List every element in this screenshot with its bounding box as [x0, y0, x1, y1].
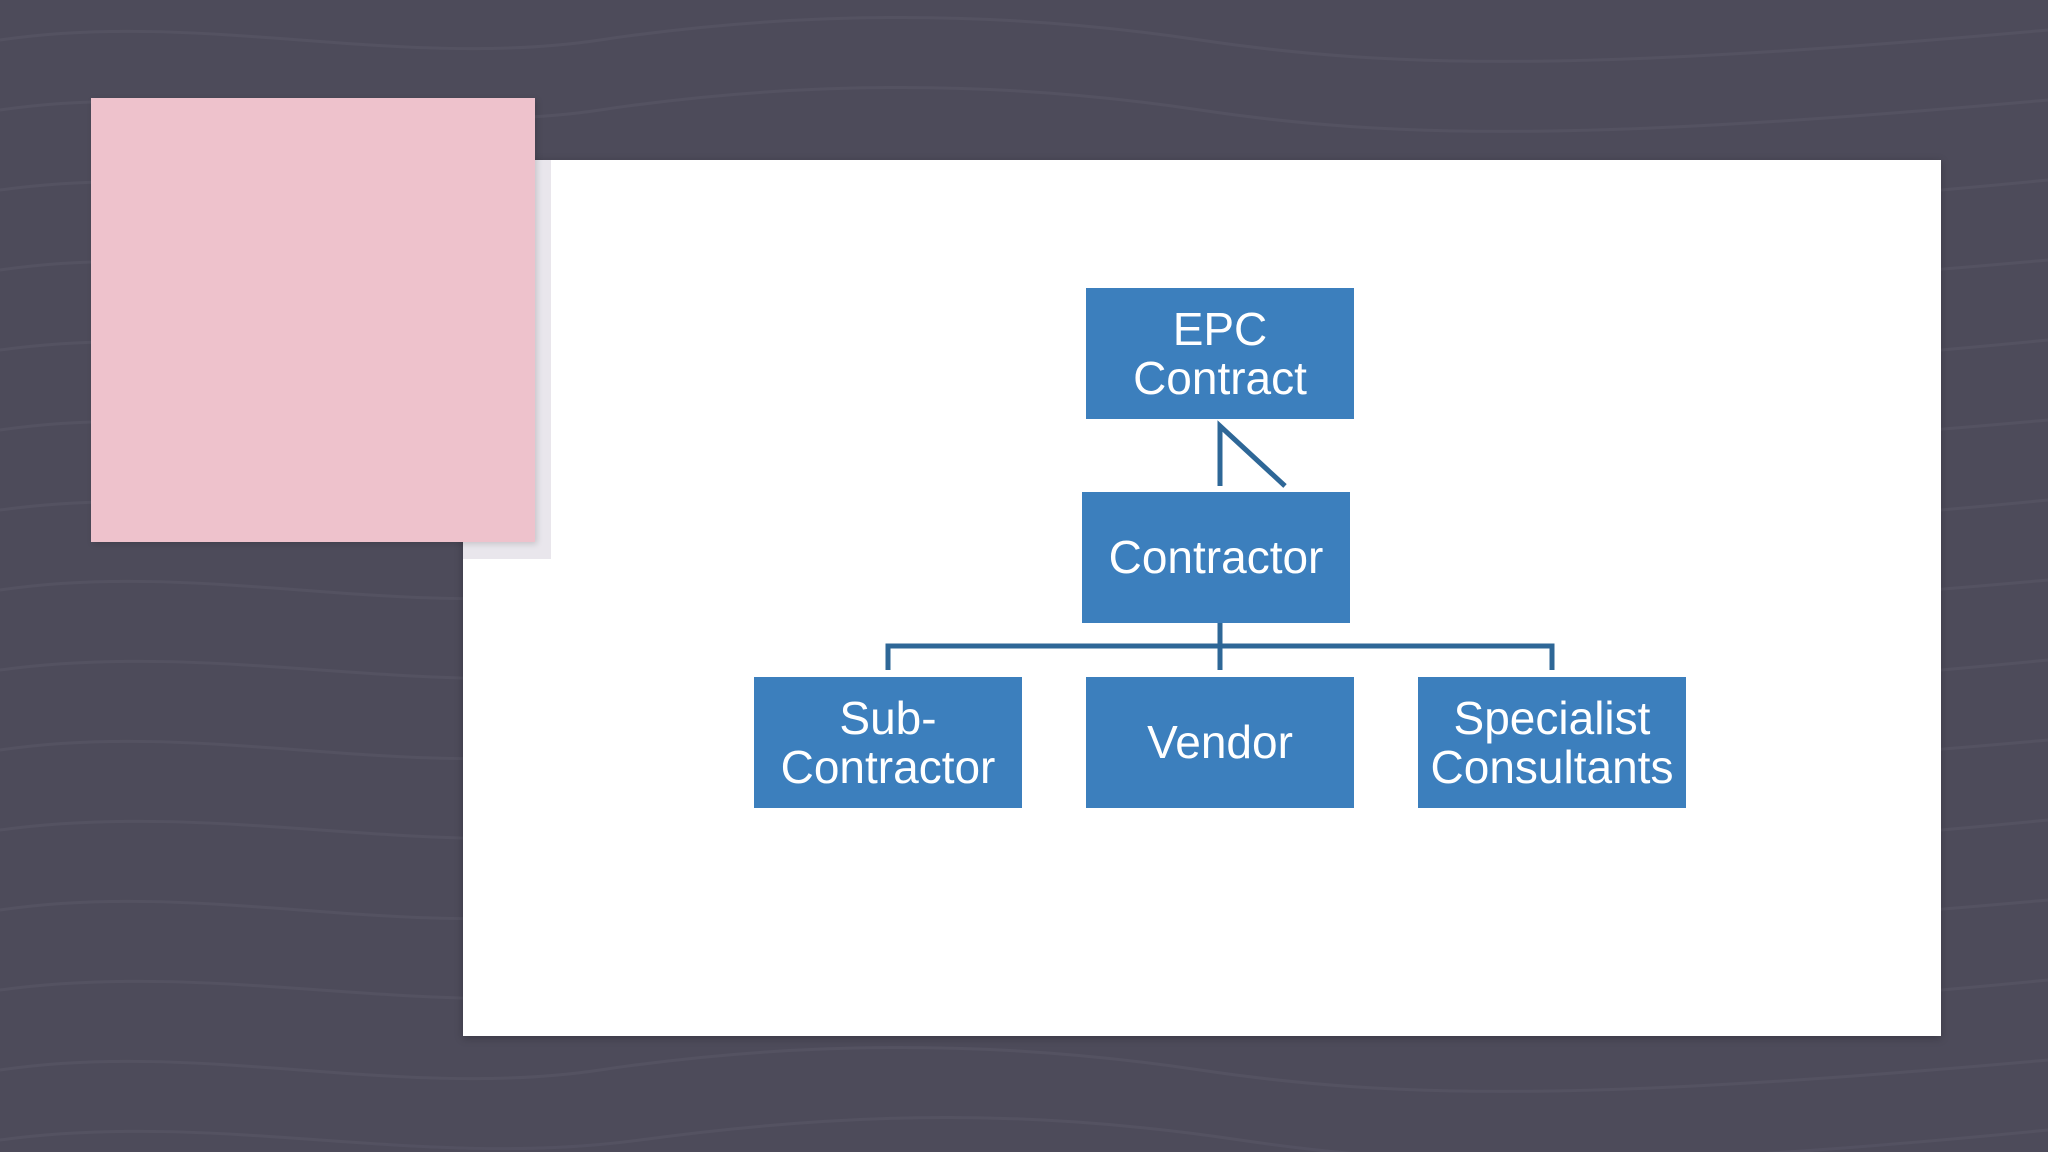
accent-square — [91, 98, 535, 542]
node-sub-contractor: Sub- Contractor — [754, 677, 1022, 808]
node-epc-contract-line-2: Contract — [1133, 351, 1307, 404]
node-specialist-consultants-line-1: Specialist — [1453, 691, 1651, 744]
node-specialist-consultants: Specialist Consultants — [1418, 677, 1686, 808]
node-epc-contract: EPC Contract — [1086, 288, 1354, 419]
node-sub-contractor-line-1: Sub- — [839, 691, 937, 744]
node-sub-contractor-line-2: Contractor — [780, 740, 996, 793]
node-epc-contract-line-1: EPC — [1172, 302, 1268, 355]
node-contractor-label: Contractor — [1108, 531, 1324, 583]
node-vendor: Vendor — [1086, 677, 1354, 808]
node-contractor: Contractor — [1082, 492, 1350, 623]
node-vendor-label: Vendor — [1147, 716, 1293, 768]
node-specialist-consultants-line-2: Consultants — [1430, 740, 1674, 793]
